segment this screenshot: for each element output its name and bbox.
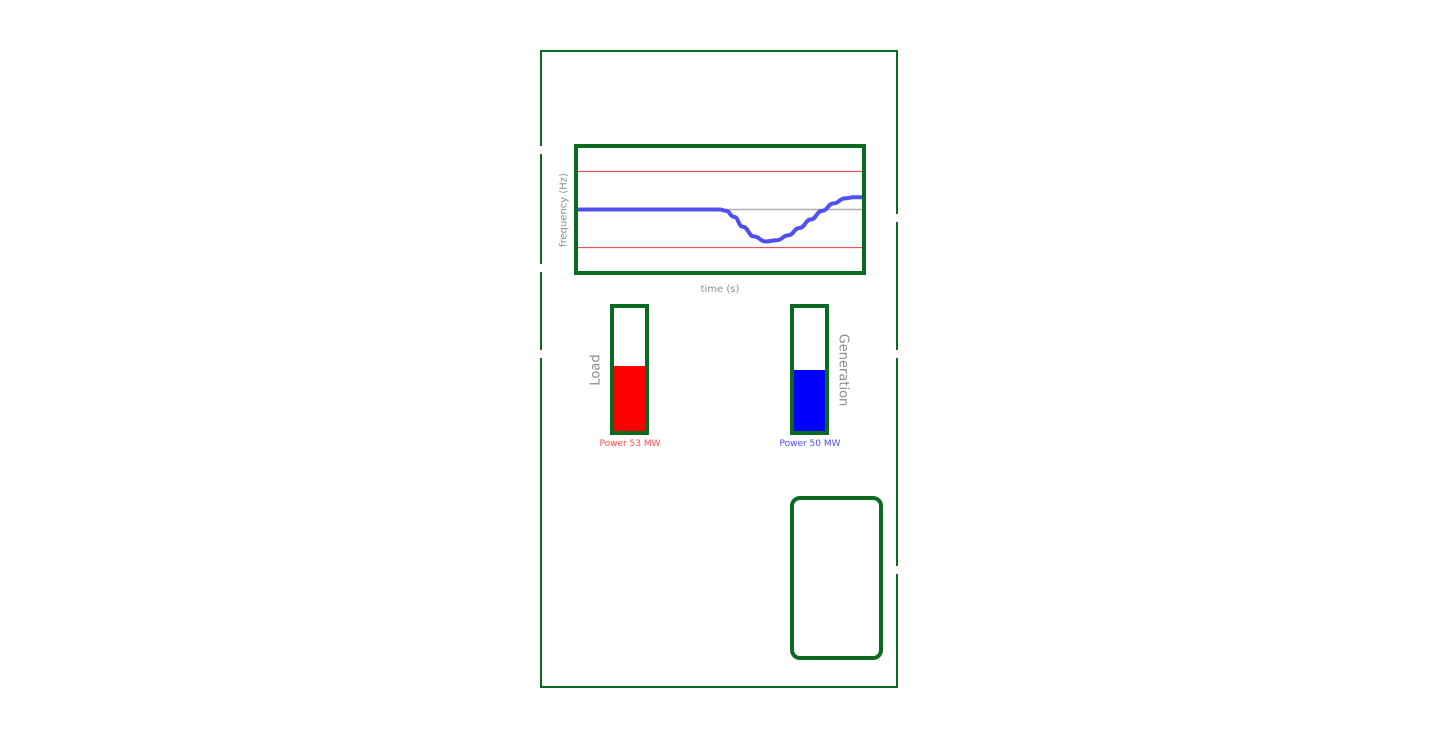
simulator-panel (540, 50, 898, 688)
time-axis-label: time (s) (700, 284, 740, 295)
panel-notch (538, 146, 542, 154)
load-gauge (610, 304, 649, 435)
generation-label: Generation (835, 333, 851, 407)
frequency-chart-plot (578, 170, 862, 249)
generation-power-readout: Power 50 MW (779, 439, 841, 449)
frequency-axis-label: frequency (Hz) (558, 173, 570, 247)
panel-notch (896, 214, 900, 222)
generation-gauge (790, 304, 829, 435)
load-power-readout: Power 53 MW (599, 439, 661, 449)
panel-notch (896, 566, 900, 574)
panel-notch (538, 264, 542, 272)
generation-gauge-fill (794, 369, 825, 431)
load-gauge-fill (614, 365, 645, 431)
frequency-series-line-0 (578, 195, 862, 244)
panel-notch (538, 350, 542, 358)
frequency-chart (574, 144, 866, 275)
control-button[interactable] (790, 496, 883, 660)
load-label: Load (588, 354, 604, 386)
panel-notch (896, 350, 900, 358)
